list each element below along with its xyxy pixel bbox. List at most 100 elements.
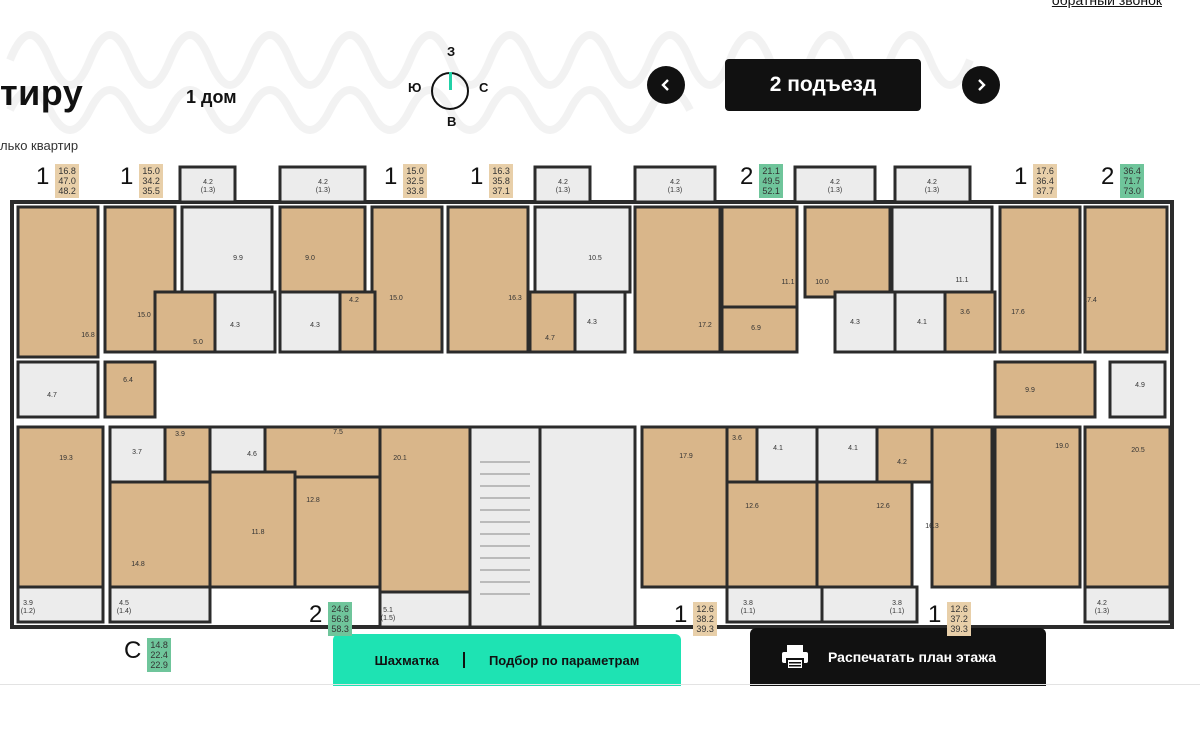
room-area-label: 20.5 xyxy=(1131,447,1145,454)
apartment-area-value: 52.1 xyxy=(762,186,780,196)
room[interactable] xyxy=(725,480,819,589)
compass-south: В xyxy=(447,114,457,129)
wet-area[interactable] xyxy=(820,585,919,624)
wet-area[interactable] xyxy=(208,425,267,474)
wet-area[interactable] xyxy=(815,425,879,484)
wet-area[interactable] xyxy=(180,205,274,294)
room[interactable] xyxy=(528,290,577,354)
room[interactable] xyxy=(446,205,530,354)
room[interactable] xyxy=(815,480,914,589)
room[interactable] xyxy=(993,360,1097,419)
wet-area[interactable] xyxy=(378,590,472,629)
room-area-label: 15.0 xyxy=(389,295,403,302)
apartment-rooms: 1 xyxy=(674,601,688,628)
wet-area[interactable] xyxy=(538,425,637,629)
room[interactable] xyxy=(998,205,1082,354)
room[interactable] xyxy=(993,425,1082,589)
chess-link[interactable]: Шахматка xyxy=(374,652,439,668)
wet-area[interactable] xyxy=(533,205,632,294)
wet-area[interactable] xyxy=(793,165,877,204)
action-bar: Шахматка Подбор по параметрам xyxy=(333,634,681,686)
room[interactable] xyxy=(370,205,444,354)
room[interactable] xyxy=(293,475,382,589)
room[interactable] xyxy=(875,425,934,484)
wet-area[interactable] xyxy=(178,165,237,204)
apartment-area-value: 14.8 xyxy=(150,640,168,650)
room[interactable] xyxy=(1083,205,1169,354)
wet-area[interactable] xyxy=(213,290,277,354)
house-label[interactable]: 1 дом xyxy=(186,87,237,107)
next-entrance-button[interactable] xyxy=(962,66,1000,104)
wet-area[interactable] xyxy=(573,290,627,354)
room-area-label: 20.1 xyxy=(393,455,407,462)
wet-area[interactable] xyxy=(833,290,897,354)
print-floor-button[interactable]: Распечатать план этажа xyxy=(750,628,1046,686)
apartment-rooms: 1 xyxy=(384,163,398,190)
wet-area[interactable] xyxy=(633,165,717,204)
room-area-label: 4.6 xyxy=(247,451,257,458)
room[interactable] xyxy=(1083,425,1172,589)
room[interactable] xyxy=(930,425,994,589)
room[interactable] xyxy=(943,290,997,354)
room[interactable] xyxy=(153,290,217,354)
wet-area[interactable] xyxy=(1108,360,1167,419)
params-link[interactable]: Подбор по параметрам xyxy=(488,652,640,668)
room[interactable] xyxy=(16,205,100,359)
wet-area[interactable] xyxy=(16,360,100,419)
wet-area[interactable] xyxy=(533,165,592,204)
room-area-label: 4.2 xyxy=(349,297,359,304)
wet-area[interactable] xyxy=(108,585,212,624)
wet-area[interactable] xyxy=(893,165,972,204)
wet-area[interactable] xyxy=(278,290,342,354)
room[interactable] xyxy=(16,425,105,589)
room[interactable] xyxy=(208,470,297,589)
callback-link[interactable]: обратный звонок xyxy=(1051,0,1162,8)
room-area-label: 4.5(1.4) xyxy=(117,600,131,615)
room[interactable] xyxy=(720,305,799,354)
apartment-area-value: 15.0 xyxy=(406,166,424,176)
apartment-area-value: 16.3 xyxy=(492,166,510,176)
room[interactable] xyxy=(640,425,729,589)
wet-area[interactable] xyxy=(278,165,367,204)
room[interactable] xyxy=(163,425,212,484)
room[interactable] xyxy=(278,205,367,294)
room-area-label: 12.6 xyxy=(876,503,890,510)
room[interactable] xyxy=(633,205,722,354)
room-area-label: 16.8 xyxy=(81,332,95,339)
compass-needle xyxy=(449,72,452,90)
room[interactable] xyxy=(263,425,382,479)
compass-east: С xyxy=(479,80,489,95)
wet-area[interactable] xyxy=(755,425,819,484)
room[interactable] xyxy=(720,205,799,309)
room[interactable] xyxy=(338,290,377,354)
wet-area[interactable] xyxy=(1083,585,1172,624)
wet-area[interactable] xyxy=(468,425,542,629)
floor-plan[interactable]: 4.2(1.3)4.2(1.3)4.2(1.3)4.2(1.3)4.2(1.3)… xyxy=(10,162,1175,632)
page-title: тиру xyxy=(0,72,84,113)
apartment-area-value: 35.8 xyxy=(492,176,510,186)
room-area-label: 4.2 xyxy=(897,459,907,466)
room[interactable] xyxy=(103,360,157,419)
wet-area[interactable] xyxy=(890,205,994,299)
room[interactable] xyxy=(108,480,212,589)
wet-area[interactable] xyxy=(16,585,105,624)
wet-area[interactable] xyxy=(725,585,824,624)
room[interactable] xyxy=(378,425,472,594)
prev-entrance-button[interactable] xyxy=(647,66,685,104)
